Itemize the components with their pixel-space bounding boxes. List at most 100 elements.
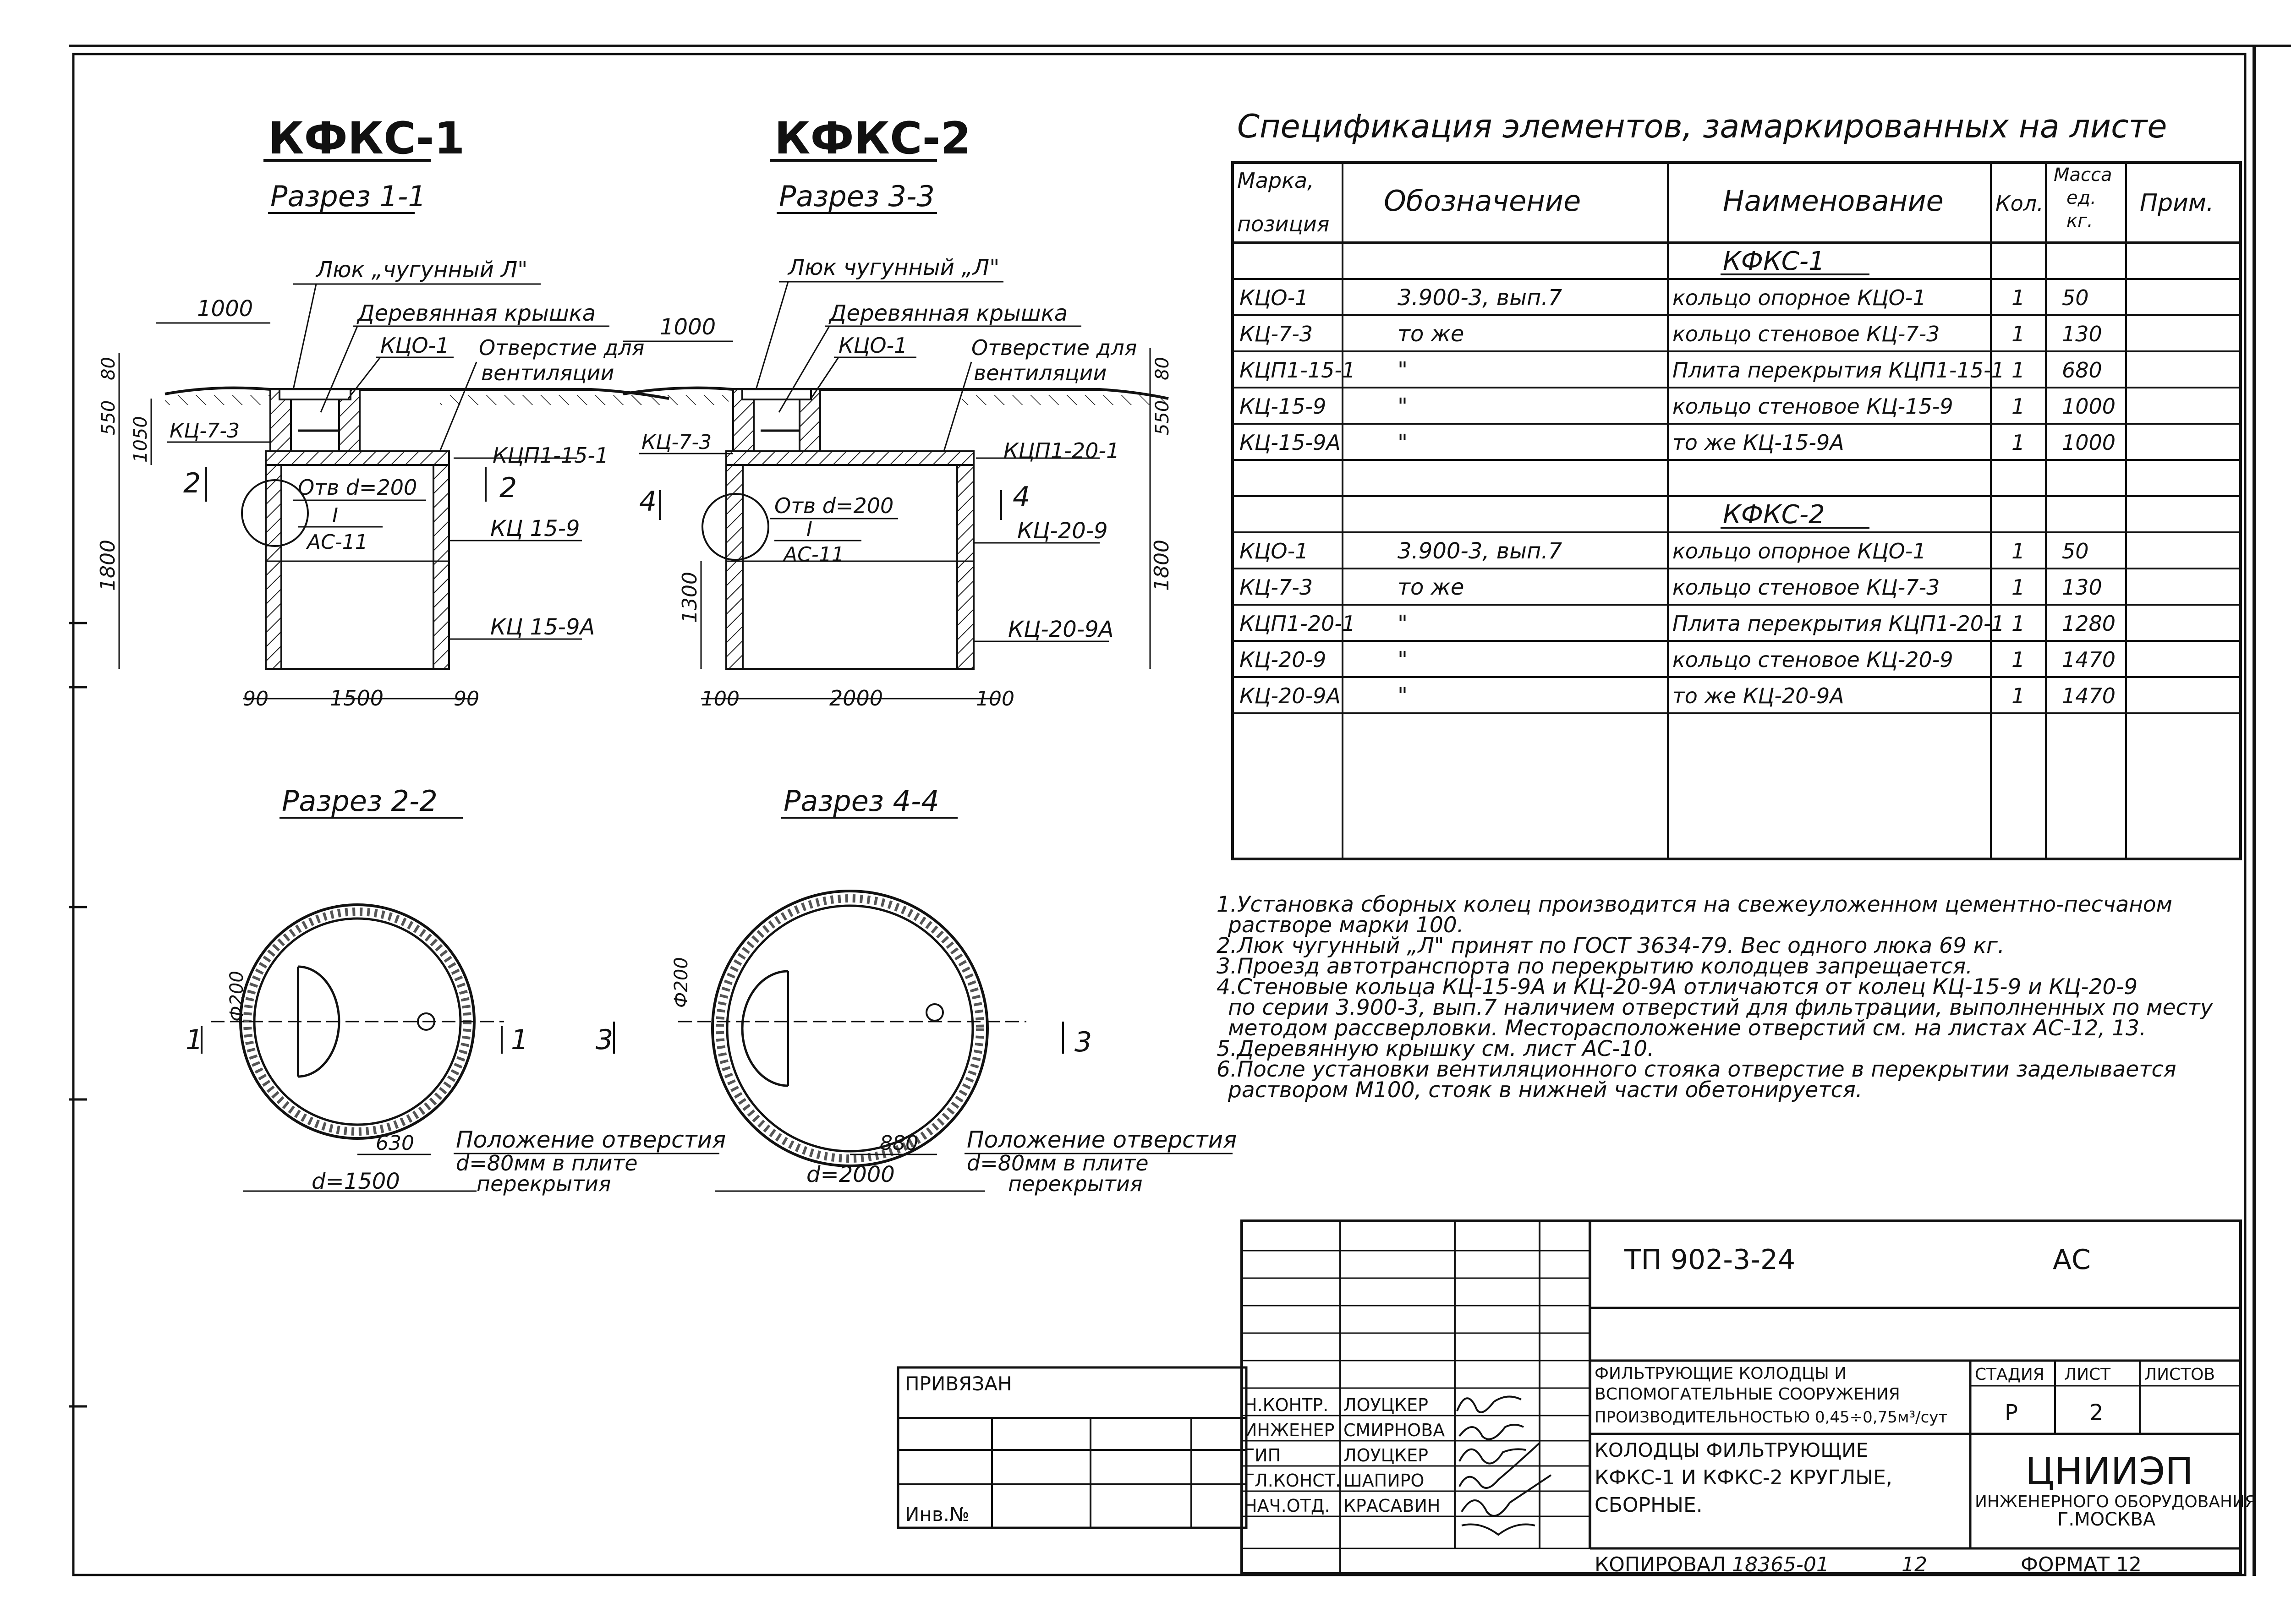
spec-cell-qty: 1 (2011, 647, 2025, 672)
spec-cell-designation: " (1398, 394, 1408, 419)
kfks2-cut-left: 4 (639, 486, 657, 518)
kfks1-dim-top: 1000 (197, 296, 253, 322)
kfks2-vent-label-1: Отверстие для (971, 335, 1137, 360)
kfks2-dim-inner: 2000 (829, 686, 883, 711)
stamp-role-row: НАЧ.ОТД.КРАСАВИН (1244, 1496, 1441, 1516)
stamp-role: ИНЖЕНЕР (1244, 1420, 1334, 1440)
spec-cell-name: кольцо опорное КЦО-1 (1672, 285, 1926, 310)
kfks1-dim-80: 80 (98, 357, 119, 380)
stamp-role-row: Н.КОНТР. ЛОУЦКЕР (1244, 1395, 1428, 1415)
kfks2-ring-top-label: КЦ-7-3 (641, 431, 712, 454)
kfks2-plan-diameter: d=2000 (806, 1162, 895, 1187)
stamp-person: КРАСАВИН (1343, 1496, 1441, 1516)
kfks1-section-b: Разрез 2-2 (282, 784, 438, 818)
spec-cell-designation: " (1398, 357, 1408, 383)
spec-h-mark-1: Марка, (1237, 168, 1314, 193)
kfks2-section-b: Разрез 4-4 (784, 784, 939, 818)
spec-cell-name: то же КЦ-15-9А (1672, 430, 1844, 455)
spec-cell-mark: КЦО-1 (1239, 539, 1308, 563)
spec-cell-name: Плита перекрытия КЦП1-20-1 (1672, 611, 2005, 636)
stamp-copied: КОПИРОВАЛ (1595, 1553, 1726, 1576)
spec-cell-qty: 1 (2011, 285, 2025, 310)
spec-cell-name: то же КЦ-20-9А (1672, 684, 1844, 708)
spec-cell-mark: КЦ-15-9 (1239, 394, 1326, 419)
spec-cell-qty: 1 (2011, 394, 2025, 419)
kfks1-plan-note-1: Положение отверстия (456, 1126, 726, 1153)
kfks2-plan-note-1: Положение отверстия (967, 1126, 1237, 1153)
spec-cell-mark: КЦ-15-9А (1239, 430, 1341, 455)
kfks2-dim-80: 80 (1152, 357, 1173, 380)
stamp-privyazan: ПРИВЯЗАН (905, 1372, 1012, 1395)
spec-h-name: Наименование (1723, 184, 1944, 218)
stamp-person: ЛОУЦКЕР (1343, 1395, 1428, 1415)
kfks1-plan-diameter: d=1500 (312, 1169, 400, 1194)
kfks2-ring-support-label: КЦО-1 (839, 333, 907, 358)
stamp-sheet-3: СБОРНЫЕ. (1595, 1493, 1703, 1517)
spec-cell-mass: 1470 (2062, 647, 2116, 672)
spec-cell-mark: КЦ-20-9 (1239, 647, 1326, 672)
spec-cell-designation: то же (1398, 574, 1464, 600)
spec-cell-mass: 50 (2062, 285, 2089, 310)
kfks1-section: КФКС-1 Разрез 1-1 Люк „чугунный Л" Дерев… (96, 113, 726, 1196)
kfks1-dim-1050: 1050 (130, 416, 151, 463)
spec-cell-designation: " (1398, 611, 1408, 636)
stamp-stage-h: СТАДИЯ (1975, 1365, 2044, 1384)
note-line: 1.Установка сборных колец производится н… (1217, 892, 2172, 917)
spec-h-mass-3: кг. (2066, 210, 2093, 231)
stamp-person: ШАПИРО (1343, 1471, 1424, 1491)
stamp-project-1: ФИЛЬТРУЮЩИЕ КОЛОДЦЫ И (1595, 1364, 1847, 1383)
kfks2-dim-top: 1000 (660, 314, 716, 340)
stamp-copy-no: 18365-01 (1732, 1553, 1829, 1576)
kfks1-dim-wall-left: 90 (243, 687, 269, 711)
notes: 1.Установка сборных колец производится н… (1217, 892, 2214, 1103)
kfks1-slab-label: КЦП1-15-1 (493, 443, 608, 468)
kfks2-slab-label: КЦП1-20-1 (1003, 438, 1119, 463)
kfks2-plan-phi: Ф200 (671, 957, 692, 1008)
kfks1-dim-550: 550 (98, 400, 119, 435)
spec-h-mass-2: ед. (2066, 187, 2096, 208)
kfks1-cover-label: Деревянная крышка (356, 301, 596, 326)
spec-cell-mass: 50 (2062, 539, 2089, 563)
note-line: раствором М100, стояк в нижней части обе… (1228, 1077, 1863, 1103)
spec-h-mark-2: позиция (1237, 212, 1329, 236)
stamp-sheet-h: ЛИСТ (2064, 1365, 2111, 1384)
spec-cell-mass: 1470 (2062, 684, 2116, 708)
kfks2-vent-label-2: вентиляции (974, 361, 1107, 385)
kfks2-ring-mid-label: КЦ-20-9 (1017, 518, 1108, 544)
spec-header: Марка, позиция Обозначение Наименование … (1237, 164, 2214, 236)
stamp-role: ГЛ.КОНСТ. (1244, 1471, 1341, 1491)
stamp-role-row: ГЛ.КОНСТ.ШАПИРО (1244, 1471, 1424, 1491)
spec-cell-name: кольцо стеновое КЦ-7-3 (1672, 575, 1940, 600)
title-block: ПРИВЯЗАН Инв.№ ТП 902-3-24 АС Н.КОНТР.ЛО… (897, 1219, 2256, 1576)
kfks2-dim-1300: 1300 (678, 572, 702, 623)
kfks1-dim-inner: 1500 (330, 686, 384, 711)
spec-cell-designation: " (1398, 647, 1408, 673)
kfks1-section-a: Разрез 1-1 (270, 180, 426, 213)
kfks1-plan-d630: 630 (376, 1132, 414, 1155)
stamp-sheets-h: ЛИСТОВ (2144, 1365, 2215, 1384)
kfks2-dim-550: 550 (1152, 400, 1173, 435)
kfks1-cut-left: 2 (183, 467, 201, 499)
kfks1-plan-cut-l: 1 (186, 1024, 203, 1056)
stamp-sheet-2: КФКС-1 И КФКС-2 КРУГЛЫЕ, (1595, 1466, 1892, 1489)
spec-cell-designation: 3.900-3, вып.7 (1398, 285, 1562, 311)
spec-cell-designation: " (1398, 683, 1408, 709)
stamp-org-1: ЦНИИЭП (2025, 1450, 2193, 1493)
spec-cell-mass: 1000 (2062, 394, 2116, 419)
spec-cell-mark: КЦП1-15-1 (1239, 358, 1355, 383)
spec-cell-qty: 1 (2011, 575, 2025, 600)
stamp-role: Н.КОНТР. (1244, 1395, 1328, 1415)
spec-cell-qty: 1 (2011, 322, 2025, 346)
note-line: методом рассверловки. Месторасположение … (1228, 1016, 2146, 1041)
kfks2-plan-note-2: d=80мм в плите (967, 1151, 1149, 1176)
spec-cell-designation: " (1398, 430, 1408, 455)
stamp-sheet: 2 (2089, 1400, 2104, 1426)
kfks1-plan-cut-r: 1 (511, 1024, 528, 1056)
note-line: растворе марки 100. (1228, 913, 1464, 938)
